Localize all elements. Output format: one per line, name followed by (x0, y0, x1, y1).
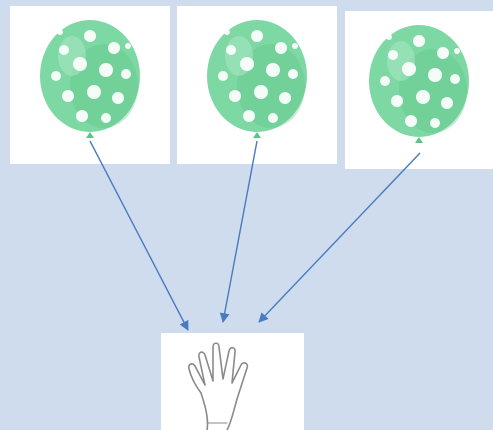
polka-dot-balloon-icon (207, 20, 307, 138)
polka-dot-balloon-icon (40, 20, 140, 138)
arrow-balloon-1-to-hand (89, 140, 189, 331)
balloon-card-1 (10, 6, 170, 164)
balloon-card-2 (177, 6, 337, 164)
hand-card (161, 333, 304, 430)
open-hand-outline-icon (188, 342, 249, 430)
balloon-card-3 (345, 11, 493, 169)
arrow-balloon-2-to-hand (219, 140, 258, 323)
polka-dot-balloon-icon (369, 25, 469, 143)
arrow-balloon-3-to-hand (258, 152, 421, 323)
